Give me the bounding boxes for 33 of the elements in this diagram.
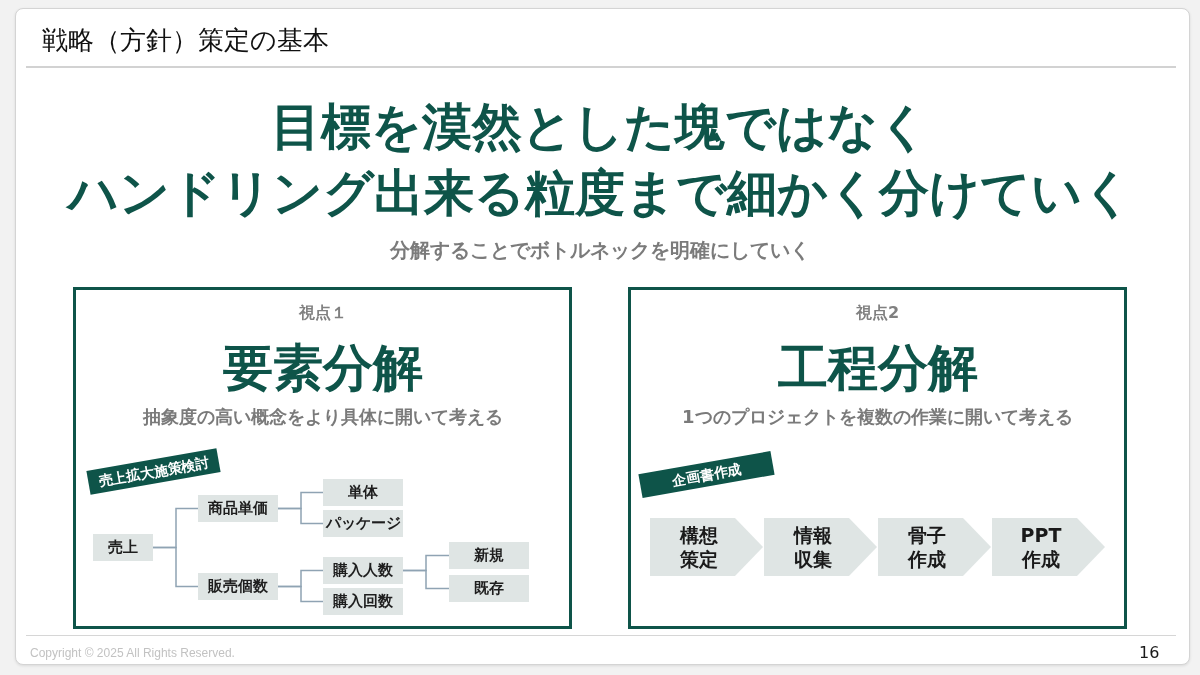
headline: 目標を漠然とした塊ではなく: [271, 96, 929, 158]
tree-box: 販売個数: [198, 573, 278, 600]
page-number: 16: [1139, 643, 1160, 663]
section-label: 視点１: [298, 303, 347, 323]
subheading: 分解することでボトルネックを明確にしていく: [390, 237, 810, 263]
chevron-arrow: [1077, 518, 1105, 576]
page-title: 戦略（方針）策定の基本: [42, 23, 329, 56]
tag-banner: 企画書作成: [638, 451, 775, 498]
section-label: 視点2: [856, 303, 900, 323]
tree-box: 購入回数: [323, 588, 403, 615]
connector-line: [152, 546, 199, 588]
tag-banner: 売上拡大施策検討: [86, 448, 221, 495]
panel: [628, 287, 1127, 629]
tree-box: 売上: [93, 534, 153, 561]
connector-line: [402, 569, 450, 590]
tree-box: 商品単価: [198, 495, 278, 522]
chevron-arrow: [963, 518, 991, 576]
tree-box: 購入人数: [323, 557, 403, 584]
section-subtitle: 1つのプロジェクトを複数の作業に開いて考える: [682, 405, 1073, 428]
section-subtitle: 抽象度の高い概念をより具体に開いて考える: [142, 405, 503, 428]
tree-box: 既存: [449, 575, 529, 602]
tree-box: パッケージ: [323, 510, 403, 537]
connector-line: [277, 585, 324, 603]
chevron-arrow: [735, 518, 763, 576]
tree-box: 新規: [449, 542, 529, 569]
chevron-arrow: [849, 518, 877, 576]
section-title: 工程分解: [777, 337, 978, 399]
panel: [73, 287, 572, 629]
tree-box: 単体: [323, 479, 403, 506]
copyright-notice: Copyright © 2025 All Rights Reserved.: [30, 645, 235, 661]
headline: ハンドリング出来る粒度まで細かく分けていく: [67, 162, 1133, 224]
section-title: 要素分解: [222, 337, 423, 399]
connector-line: [277, 507, 324, 525]
